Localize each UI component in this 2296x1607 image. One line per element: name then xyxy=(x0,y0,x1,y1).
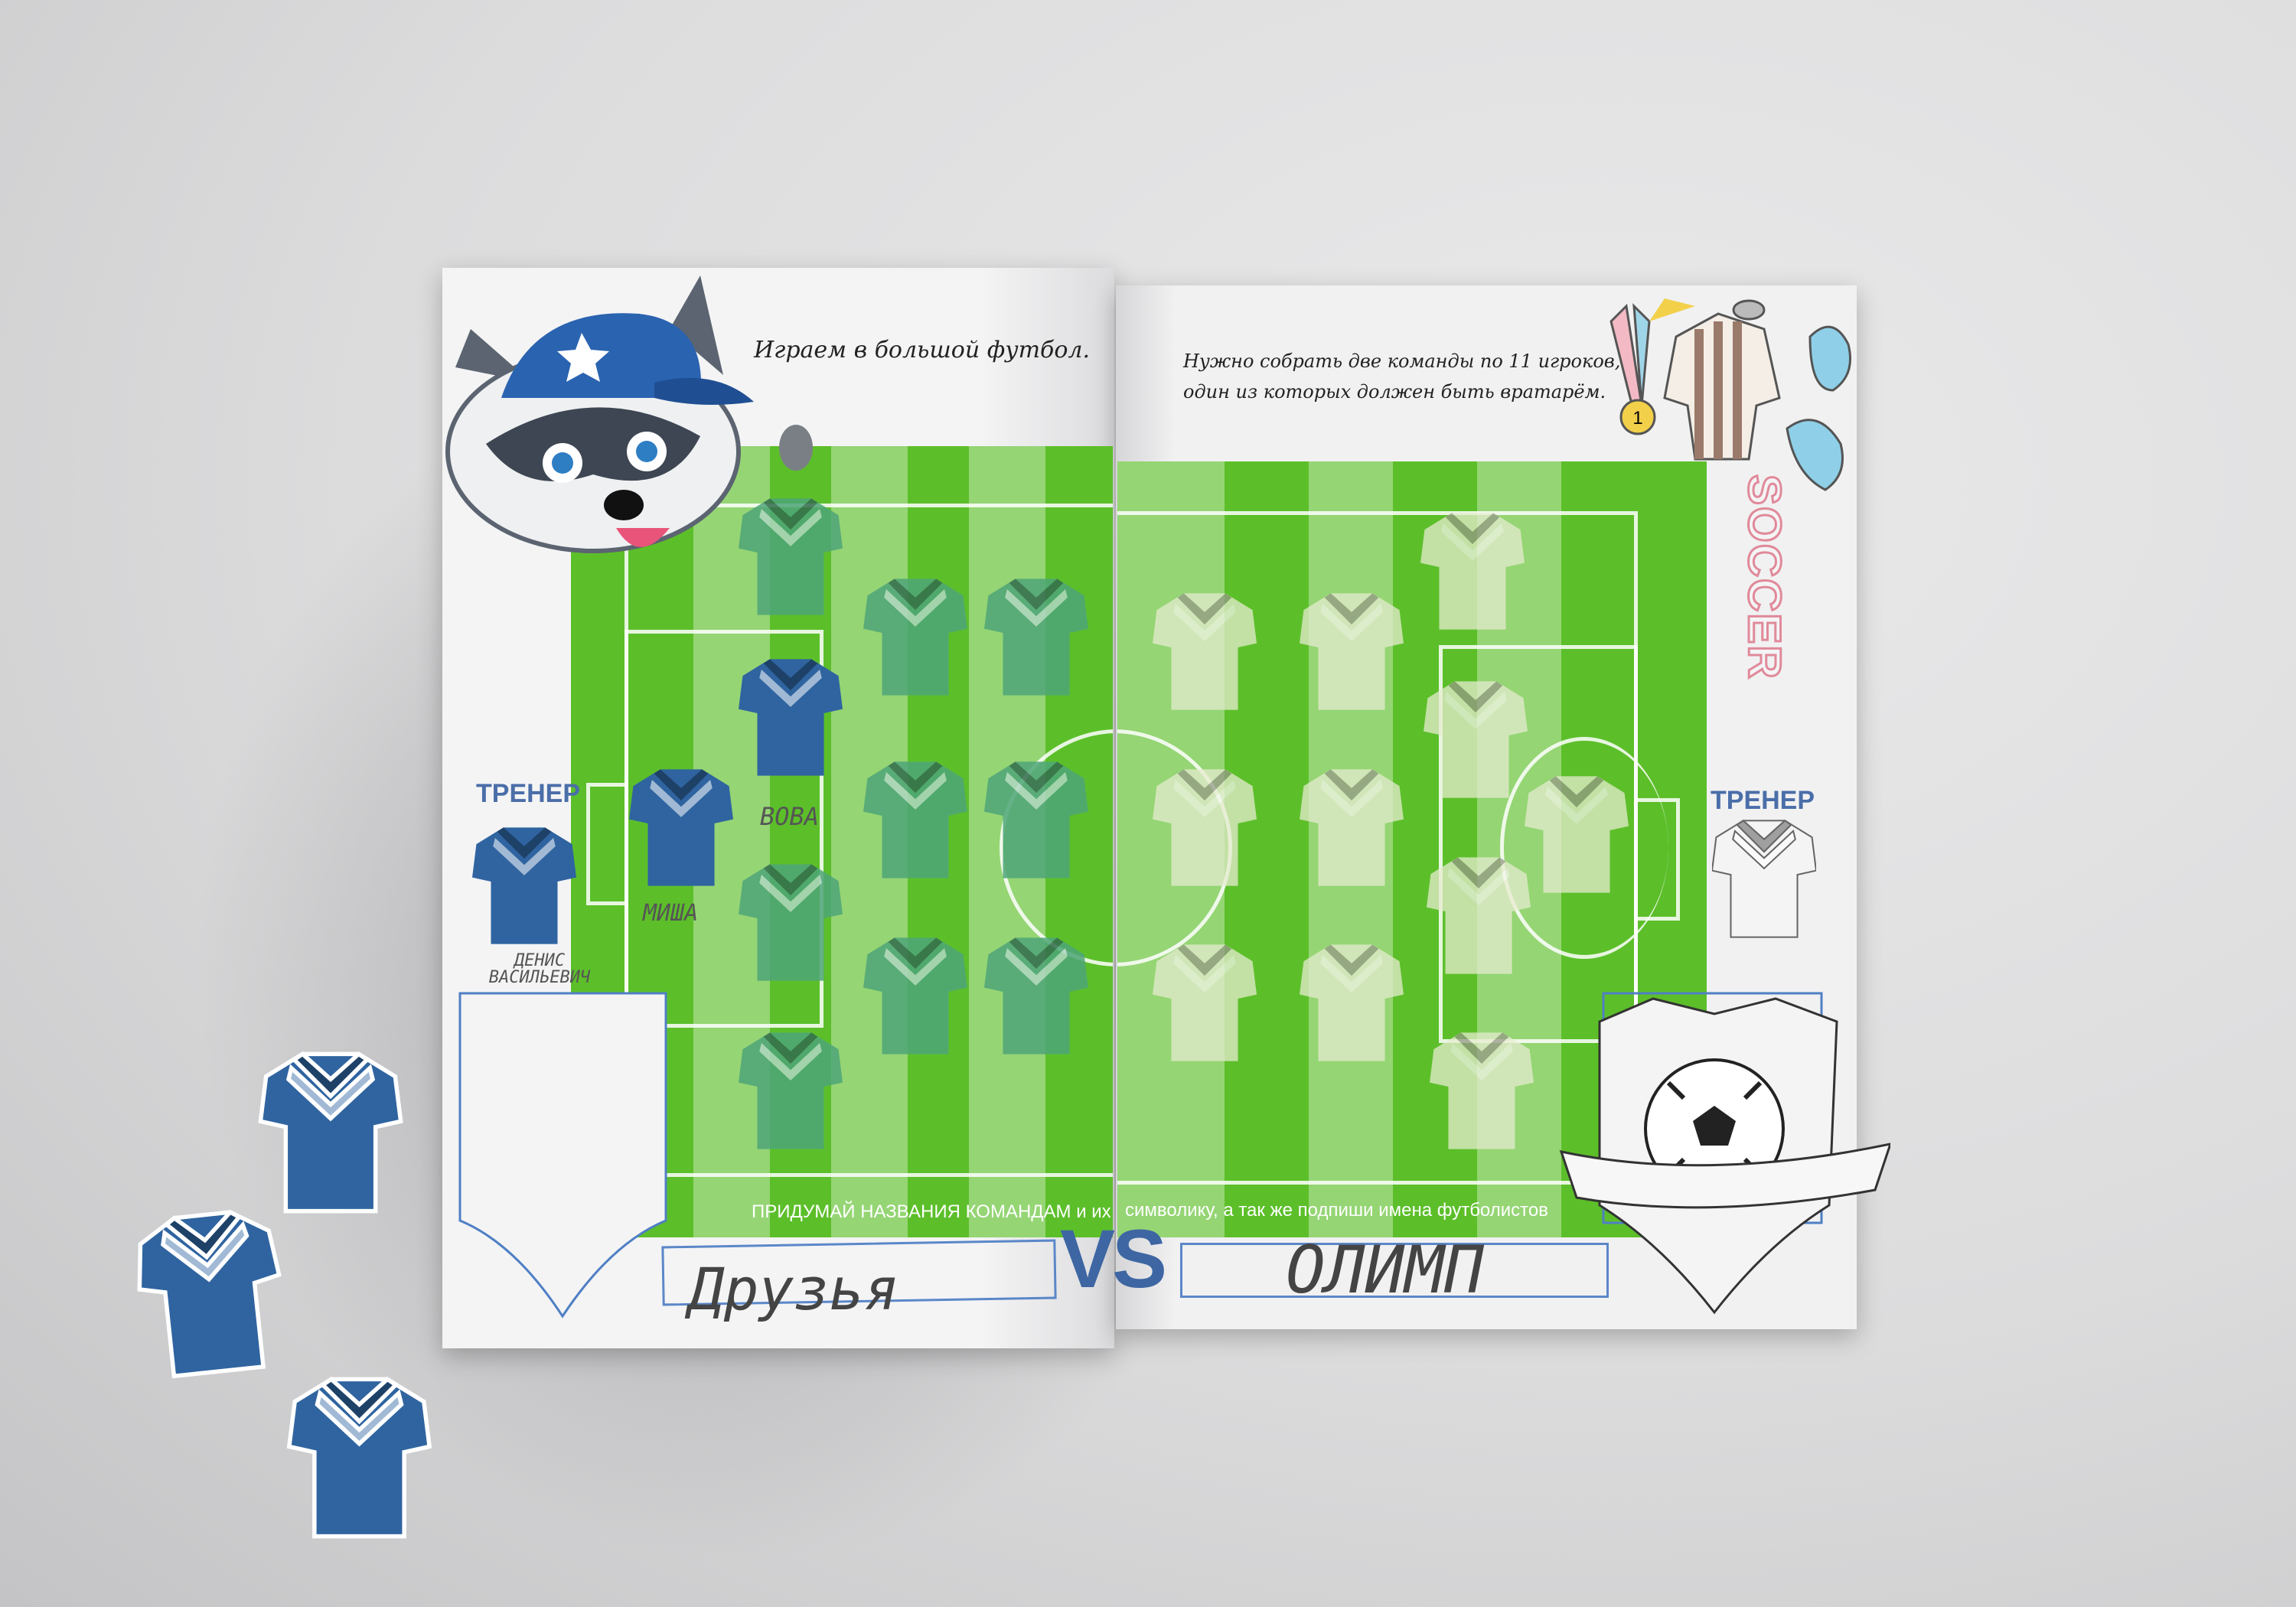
shirt-slot-icon[interactable] xyxy=(1430,1028,1534,1154)
vs-label: VS xyxy=(1060,1212,1167,1305)
soccer-label: SOCCER xyxy=(1738,474,1792,682)
blue-shirt-sticker-icon[interactable] xyxy=(739,654,843,781)
right-team-name-field[interactable] xyxy=(1180,1243,1609,1298)
right-team-name: ОЛИМП xyxy=(1286,1232,1484,1309)
shirt-slot-icon[interactable] xyxy=(1525,771,1629,898)
shirt-slot-icon[interactable] xyxy=(984,757,1088,883)
shirt-slot-icon[interactable] xyxy=(984,574,1088,700)
shirt-slot-icon[interactable] xyxy=(1300,764,1404,891)
instruction-banner-right: символику, а так же подпиши имена футбол… xyxy=(1125,1200,1548,1221)
loose-shirt-sticker-icon[interactable] xyxy=(258,1048,403,1217)
shirt-slot-icon[interactable] xyxy=(1153,764,1257,891)
shirt-slot-icon[interactable] xyxy=(739,1028,843,1154)
shirt-slot-icon[interactable] xyxy=(739,494,843,620)
shirt-slot-icon[interactable] xyxy=(1300,588,1404,715)
right-trainer-label: ТРЕНЕР xyxy=(1711,786,1815,815)
shirt-slot-icon[interactable] xyxy=(984,933,1088,1059)
shirt-slot-icon[interactable] xyxy=(863,933,967,1059)
loose-shirt-sticker-icon[interactable] xyxy=(129,1202,292,1385)
trainer-shirt-icon[interactable] xyxy=(472,823,576,949)
right-emblem-drawing[interactable] xyxy=(1554,991,1890,1320)
shirt-slot-icon[interactable] xyxy=(863,574,967,700)
player-name: МИША xyxy=(643,900,699,927)
medal-number: 1 xyxy=(1632,408,1642,429)
left-title: Играем в большой футбол. xyxy=(754,337,1091,363)
player-name: ВОВА xyxy=(760,802,820,831)
shirt-slot-icon[interactable] xyxy=(1300,940,1404,1066)
shirt-slot-icon[interactable] xyxy=(1427,852,1531,979)
trainer-shirt-sketch-icon[interactable] xyxy=(1712,816,1816,942)
shirt-slot-icon[interactable] xyxy=(1420,508,1525,634)
right-title-line: один из которых должен быть вратарём. xyxy=(1183,381,1606,403)
shirt-slot-icon[interactable] xyxy=(1153,588,1257,715)
right-title: Нужно собрать две команды по 11 игроков,… xyxy=(1183,346,1620,407)
instruction-banner-left: ПРИДУМАЙ НАЗВАНИЯ КОМАНДАМ и их xyxy=(752,1201,1111,1222)
left-emblem-shield[interactable] xyxy=(458,991,668,1320)
loose-shirt-sticker-icon[interactable] xyxy=(285,1374,434,1542)
shirt-slot-icon[interactable] xyxy=(739,859,843,986)
raccoon-mascot-icon xyxy=(445,275,813,553)
shirt-slot-icon[interactable] xyxy=(1424,676,1528,803)
shirt-slot-icon[interactable] xyxy=(863,757,967,883)
left-trainer-label: ТРЕНЕР xyxy=(476,779,581,808)
trainer-name: ДЕНИС ВАСИЛЬЕВИЧ xyxy=(488,951,591,987)
right-title-line: Нужно собрать две команды по 11 игроков, xyxy=(1183,350,1621,372)
blue-shirt-sticker-icon[interactable] xyxy=(629,764,733,891)
shirt-slot-icon[interactable] xyxy=(1153,940,1257,1066)
left-team-name: Друзья xyxy=(689,1255,899,1323)
soccer-decor-icon: 1 xyxy=(1609,298,1851,491)
